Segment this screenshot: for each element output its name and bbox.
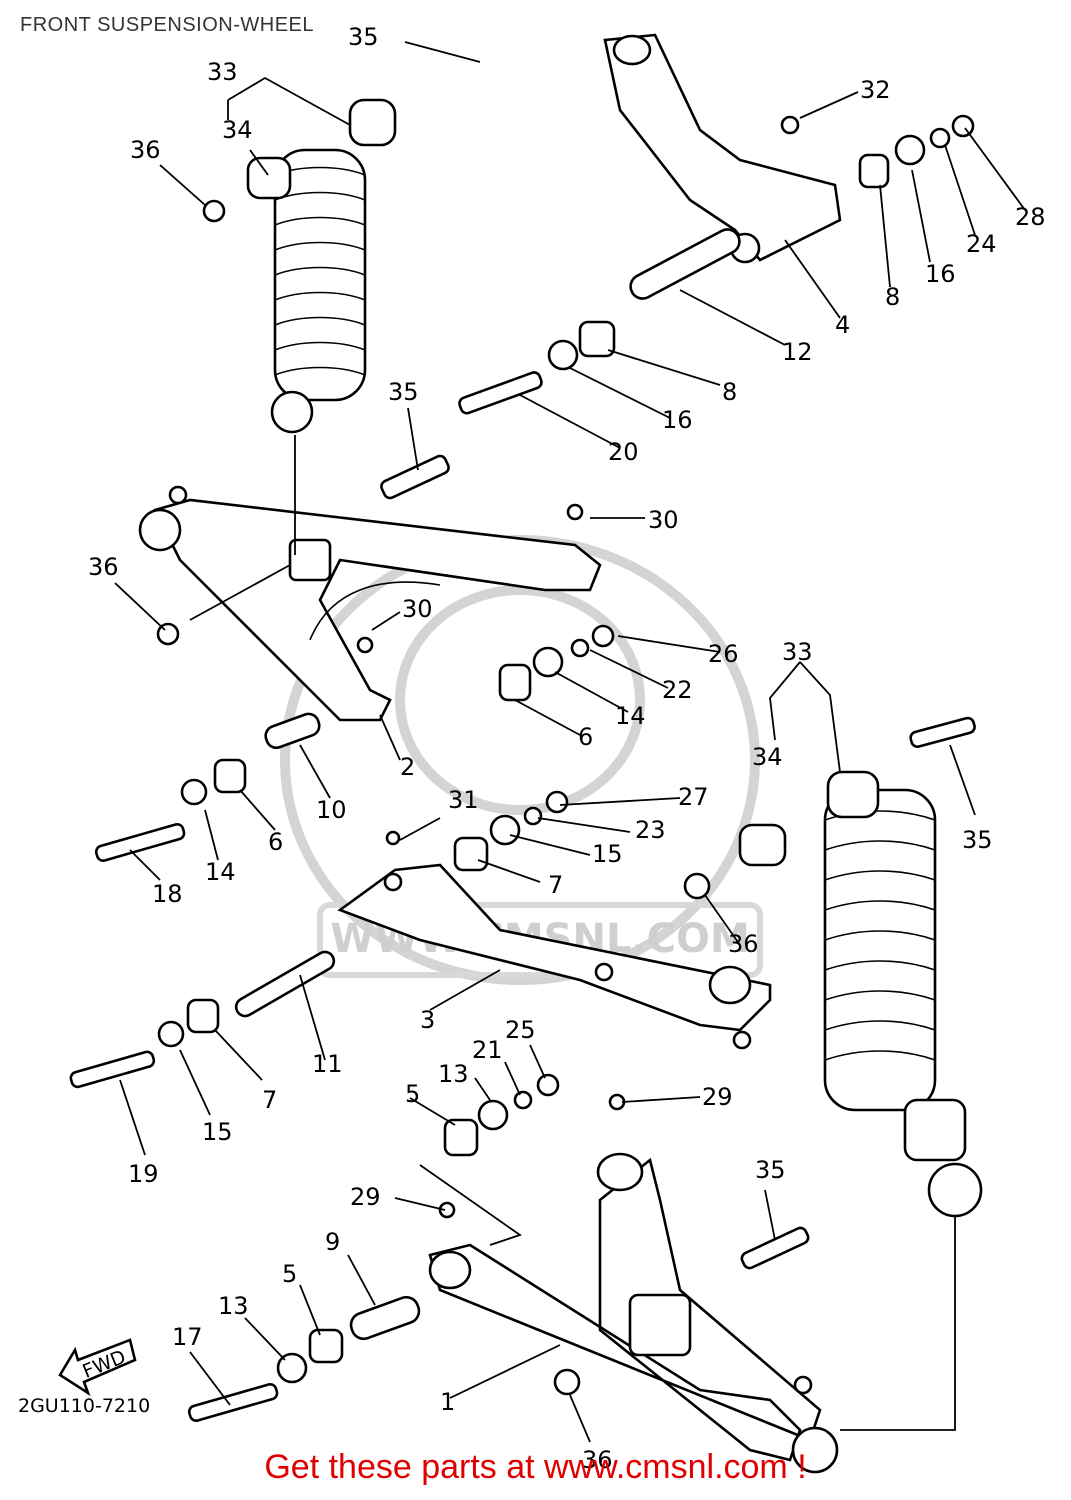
a-arm-middle xyxy=(69,790,772,1089)
callout: 34 xyxy=(752,743,783,771)
callout: 31 xyxy=(448,786,479,814)
callout: 28 xyxy=(1015,203,1046,231)
callout: 23 xyxy=(635,816,666,844)
callout-labels: 1 2 3 4 5 5 6 6 7 7 8 8 9 10 11 12 13 13… xyxy=(88,23,1046,1474)
callout: 16 xyxy=(662,406,693,434)
callout: 6 xyxy=(268,828,283,856)
callout: 12 xyxy=(782,338,813,366)
callout: 35 xyxy=(755,1156,786,1184)
callout: 36 xyxy=(88,553,119,581)
callout: 13 xyxy=(218,1292,249,1320)
callout: 35 xyxy=(348,23,379,51)
forward-arrow-icon: FWD xyxy=(58,1338,137,1397)
callout: 34 xyxy=(222,116,253,144)
callout: 3 xyxy=(420,1006,435,1034)
callout: 15 xyxy=(592,840,623,868)
shock-absorber-lower xyxy=(683,716,983,1218)
callout: 25 xyxy=(505,1016,536,1044)
shock-absorber-upper xyxy=(246,98,397,434)
callout: 9 xyxy=(325,1228,340,1256)
callout: 21 xyxy=(472,1036,503,1064)
callout: 33 xyxy=(782,638,813,666)
callout: 22 xyxy=(662,676,693,704)
callout: 11 xyxy=(312,1050,343,1078)
callout: 7 xyxy=(548,871,563,899)
callout: 36 xyxy=(130,136,161,164)
callout: 13 xyxy=(438,1060,469,1088)
callout: 4 xyxy=(835,311,850,339)
callout: 18 xyxy=(152,880,183,908)
callout: 26 xyxy=(708,640,739,668)
callout: 8 xyxy=(722,378,737,406)
callout: 8 xyxy=(885,283,900,311)
callout: 19 xyxy=(128,1160,159,1188)
upper-arm-right xyxy=(458,33,975,415)
callout: 36 xyxy=(728,930,759,958)
callout: 35 xyxy=(388,378,419,406)
leader-lines xyxy=(114,41,1026,1443)
a-arm-upper-left xyxy=(94,199,615,862)
callout: 15 xyxy=(202,1118,233,1146)
callout: 14 xyxy=(205,858,236,886)
callout: 14 xyxy=(615,702,646,730)
callout: 32 xyxy=(860,76,891,104)
callout: 10 xyxy=(316,796,347,824)
callout: 24 xyxy=(966,230,997,258)
callout: 7 xyxy=(262,1086,277,1114)
a-arm-lower xyxy=(187,1073,839,1474)
callout: 2 xyxy=(400,753,415,781)
callout: 29 xyxy=(702,1083,733,1111)
callout: 30 xyxy=(402,595,433,623)
callout: 1 xyxy=(440,1388,455,1416)
callout: 16 xyxy=(925,260,956,288)
callout: 29 xyxy=(350,1183,381,1211)
callout: 20 xyxy=(608,438,639,466)
callout: 27 xyxy=(678,783,709,811)
callout: 33 xyxy=(207,58,238,86)
callout: 35 xyxy=(962,826,993,854)
footer-link[interactable]: Get these parts at www.cmsnl.com ! xyxy=(264,1448,807,1486)
page-title: FRONT SUSPENSION-WHEEL xyxy=(20,14,314,36)
callout: 5 xyxy=(282,1260,297,1288)
diagram-code: 2GU110-7210 xyxy=(18,1395,150,1417)
callout: 5 xyxy=(405,1080,420,1108)
callout: 30 xyxy=(648,506,679,534)
callout: 6 xyxy=(578,723,593,751)
callout: 17 xyxy=(172,1323,203,1351)
callout: 36 xyxy=(582,1446,613,1474)
